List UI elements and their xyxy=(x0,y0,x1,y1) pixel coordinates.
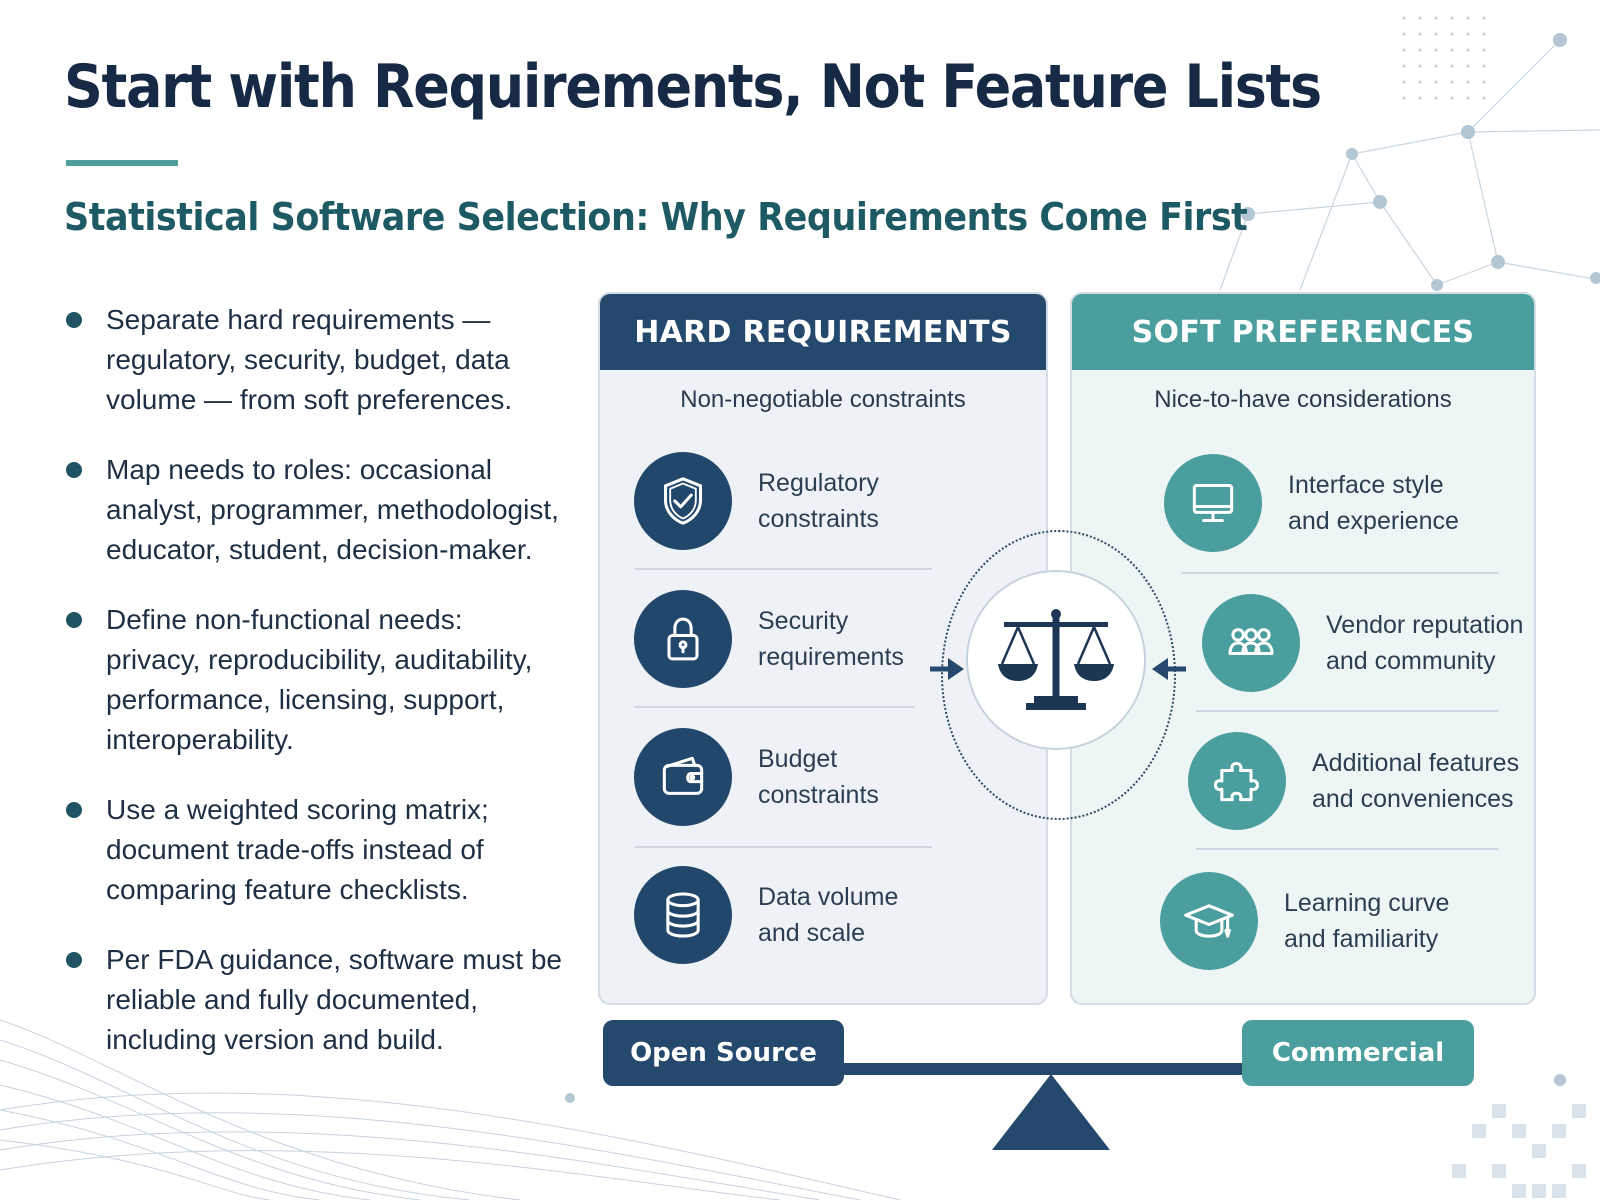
wave-lines-decoration xyxy=(0,1019,901,1200)
lock-icon xyxy=(634,590,732,688)
soft-item-label: Learning curve and familiarity xyxy=(1284,889,1450,953)
item-divider xyxy=(1196,710,1498,712)
soft-item-learning: Learning curve and familiarity xyxy=(1160,872,1449,970)
arrow-left-icon xyxy=(1152,658,1186,680)
soft-item-label: Interface style and experience xyxy=(1288,471,1459,535)
hard-item-label: Data volume and scale xyxy=(758,883,899,947)
soft-preferences-panel: SOFT PREFERENCES Nice-to-have considerat… xyxy=(1070,292,1536,1005)
soft-item-interface: Interface style and experience xyxy=(1164,454,1459,552)
puzzle-icon xyxy=(1188,732,1286,830)
soft-item-features: Additional features and conveniences xyxy=(1188,732,1519,830)
item-divider xyxy=(634,706,914,708)
arrow-right-icon xyxy=(930,658,964,680)
soft-preferences-heading: SOFT PREFERENCES xyxy=(1072,294,1534,370)
bullet-item: Separate hard requirements — regulatory,… xyxy=(64,300,564,450)
scale-circle xyxy=(966,570,1146,750)
bullet-text: Per FDA guidance, software must be relia… xyxy=(106,944,562,1055)
title-underline xyxy=(66,160,178,166)
hard-requirements-heading: HARD REQUIREMENTS xyxy=(600,294,1046,370)
bullet-item: Map needs to roles: occasional analyst, … xyxy=(64,450,564,600)
network-decoration xyxy=(1219,39,1600,291)
bullet-item: Define non-functional needs: privacy, re… xyxy=(64,600,564,790)
shield-check-icon xyxy=(634,452,732,550)
bullet-dot xyxy=(66,612,82,628)
item-divider xyxy=(634,846,932,848)
scale-dotted-ring xyxy=(941,530,1176,820)
monitor-icon xyxy=(1164,454,1262,552)
page-subtitle: Statistical Software Selection: Why Requ… xyxy=(64,195,1248,239)
hard-item-label: Security requirements xyxy=(758,607,904,671)
scales-icon xyxy=(998,609,1114,710)
bullet-dot xyxy=(66,462,82,478)
hard-item-label: Regulatory constraints xyxy=(758,469,879,533)
bullet-text: Separate hard requirements — regulatory,… xyxy=(106,304,513,415)
bullet-list: Separate hard requirements — regulatory,… xyxy=(64,300,564,1090)
graduation-cap-icon xyxy=(1160,872,1258,970)
bullet-text: Define non-functional needs: privacy, re… xyxy=(106,604,533,755)
soft-item-label: Additional features and conveniences xyxy=(1312,749,1520,813)
hard-item-label: Budget constraints xyxy=(758,745,879,809)
users-icon xyxy=(1202,594,1300,692)
soft-preferences-subheading: Nice-to-have considerations xyxy=(1154,386,1452,413)
network-nodes xyxy=(565,33,1600,1103)
item-divider xyxy=(1182,572,1498,574)
item-divider xyxy=(1196,848,1498,850)
hard-requirements-subheading: Non-negotiable constraints xyxy=(680,386,966,413)
hard-item-security: Security requirements xyxy=(634,590,904,688)
hard-requirements-panel: HARD REQUIREMENTS Non-negotiable constra… xyxy=(598,292,1048,1005)
commercial-pill: Commercial xyxy=(1242,1020,1474,1086)
fulcrum-triangle xyxy=(992,1074,1110,1150)
soft-item-vendor: Vendor reputation and community xyxy=(1202,594,1523,692)
open-source-pill: Open Source xyxy=(603,1020,844,1086)
item-divider xyxy=(634,568,932,570)
wallet-icon xyxy=(634,728,732,826)
bullet-item: Use a weighted scoring matrix; document … xyxy=(64,790,564,940)
database-icon xyxy=(634,866,732,964)
bullet-dot xyxy=(66,952,82,968)
bullet-dot xyxy=(66,312,82,328)
soft-item-label: Vendor reputation and community xyxy=(1326,611,1524,675)
hard-item-regulatory: Regulatory constraints xyxy=(634,452,879,550)
bullet-item: Per FDA guidance, software must be relia… xyxy=(64,940,564,1090)
page-title: Start with Requirements, Not Feature Lis… xyxy=(64,52,1322,122)
bullet-dot xyxy=(66,802,82,818)
balance-beam xyxy=(840,1063,1250,1075)
pixel-blocks-decoration xyxy=(1452,1104,1586,1198)
hard-item-budget: Budget constraints xyxy=(634,728,879,826)
dot-grid-decoration xyxy=(1402,16,1486,100)
hard-item-data-volume: Data volume and scale xyxy=(634,866,898,964)
bullet-text: Map needs to roles: occasional analyst, … xyxy=(106,454,559,565)
bullet-text: Use a weighted scoring matrix; document … xyxy=(106,794,489,905)
